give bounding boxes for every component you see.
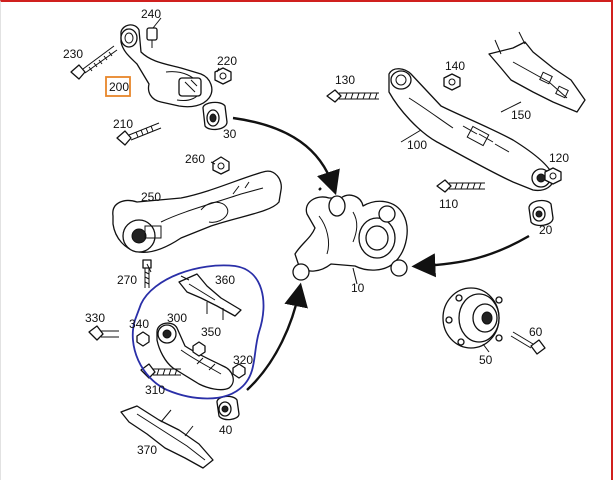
- label-120: 120: [549, 151, 569, 165]
- label-200: 200: [109, 80, 129, 94]
- label-370: 370: [137, 443, 157, 457]
- label-130: 130: [335, 73, 355, 87]
- label-20: 20: [539, 223, 553, 237]
- label-30: 30: [223, 127, 237, 141]
- highlight-box-200: [105, 76, 131, 97]
- label-300: 300: [167, 311, 187, 325]
- bolt-210[interactable]: [116, 122, 162, 146]
- flow-arrows: [232, 116, 530, 391]
- label-50: 50: [479, 353, 493, 367]
- label-230: 230: [63, 47, 83, 61]
- arrow-to-hub: [318, 187, 322, 191]
- label-240: 240: [141, 7, 161, 21]
- bolt-130[interactable]: [326, 89, 379, 103]
- bolt-110[interactable]: [436, 179, 485, 193]
- arrow-from-trailing-arm: [411, 234, 530, 278]
- bolt-240[interactable]: [146, 27, 158, 48]
- label-110: 110: [439, 197, 458, 211]
- bracket-150[interactable]: [488, 31, 586, 113]
- label-40: 40: [219, 423, 233, 437]
- cover-370[interactable]: [120, 405, 214, 469]
- nut-260[interactable]: [212, 156, 230, 175]
- label-100: 100: [407, 138, 427, 152]
- label-310: 310: [145, 383, 165, 397]
- arrow-to-knuckle-top: [232, 116, 340, 196]
- nut-320[interactable]: [232, 363, 246, 379]
- arrow-from-lateral-arm: [246, 282, 308, 391]
- label-320: 320: [233, 353, 253, 367]
- label-350: 350: [201, 325, 221, 339]
- nut-340[interactable]: [136, 331, 150, 347]
- label-220: 220: [217, 54, 237, 68]
- control-arm-250[interactable]: [112, 170, 282, 253]
- wheel-hub-50[interactable]: [442, 287, 503, 349]
- lateral-arm-300[interactable]: [156, 322, 234, 391]
- control-arm-200[interactable]: [120, 24, 213, 108]
- part-labels: 240 230 200 220 210 30 260 250 130 140 1…: [63, 7, 569, 457]
- label-260: 260: [185, 152, 205, 166]
- bushing-20[interactable]: [528, 199, 554, 227]
- nut-140[interactable]: [443, 73, 461, 91]
- label-10: 10: [351, 281, 365, 295]
- nut-120[interactable]: [544, 167, 562, 185]
- label-270: 270: [117, 273, 137, 287]
- label-340: 340: [129, 317, 149, 331]
- label-140: 140: [445, 59, 465, 73]
- steering-knuckle-10[interactable]: [292, 194, 408, 281]
- bushing-40[interactable]: [216, 395, 240, 421]
- label-60: 60: [529, 325, 543, 339]
- label-210: 210: [113, 117, 133, 131]
- bolt-230[interactable]: [70, 45, 118, 80]
- label-360: 360: [215, 273, 235, 287]
- bushing-30[interactable]: [202, 101, 228, 131]
- bolt-310[interactable]: [140, 363, 181, 379]
- leader-lines: [146, 17, 522, 353]
- selection-loop: [131, 264, 265, 400]
- label-250: 250: [141, 190, 161, 204]
- bolt-60[interactable]: [510, 331, 546, 355]
- label-330: 330: [85, 311, 105, 325]
- nut-350[interactable]: [192, 341, 206, 357]
- bracket-360[interactable]: [178, 273, 242, 320]
- label-150: 150: [511, 108, 531, 122]
- nut-220[interactable]: [214, 67, 232, 85]
- bolt-330[interactable]: [88, 325, 119, 341]
